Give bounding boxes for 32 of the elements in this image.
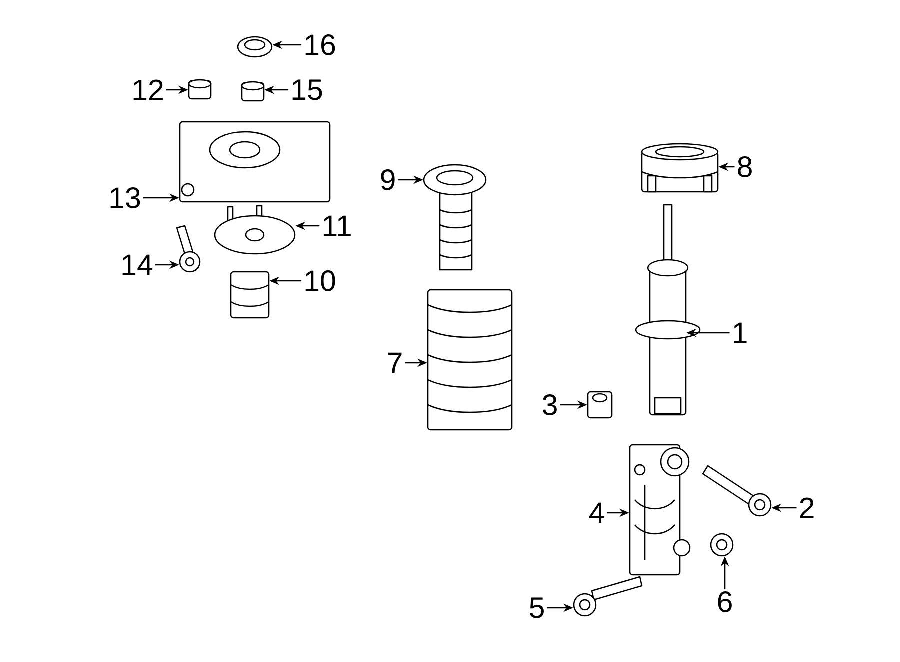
bracket-drawing	[179, 121, 331, 203]
nut-drawing	[241, 81, 265, 102]
callout-number: 16	[306, 34, 336, 56]
callout-number: 4	[589, 502, 604, 524]
bump-stop-drawing	[230, 271, 270, 319]
nut-drawing	[188, 79, 212, 100]
callout-number: 2	[800, 498, 814, 518]
callout-number: 14	[122, 254, 153, 276]
shock-absorber-drawing	[635, 204, 701, 416]
callout-number: 1	[734, 322, 747, 344]
callout-number: 9	[381, 170, 395, 190]
callout-number: 7	[388, 352, 402, 374]
strut-mount-drawing	[214, 205, 296, 255]
coil-spring-drawing	[427, 289, 513, 431]
bolt-drawing	[176, 225, 201, 273]
insulator-drawing	[423, 164, 487, 271]
callout-number: 12	[134, 80, 163, 100]
knuckle-drawing	[629, 444, 691, 576]
callout-number: 6	[718, 592, 732, 612]
bolt-drawing	[702, 465, 772, 517]
callout-number: 3	[542, 394, 557, 416]
callout-number: 5	[530, 598, 544, 618]
callout-number: 8	[738, 156, 752, 178]
spring-seat-drawing	[641, 143, 719, 193]
callout-number: 15	[292, 80, 322, 100]
callout-number: 11	[324, 216, 351, 236]
nut-drawing	[710, 533, 734, 557]
callout-number: 13	[110, 188, 140, 208]
callout-number: 10	[306, 270, 336, 292]
washer-drawing	[237, 36, 273, 58]
bolt-drawing	[573, 576, 643, 617]
nut-drawing	[587, 391, 613, 419]
